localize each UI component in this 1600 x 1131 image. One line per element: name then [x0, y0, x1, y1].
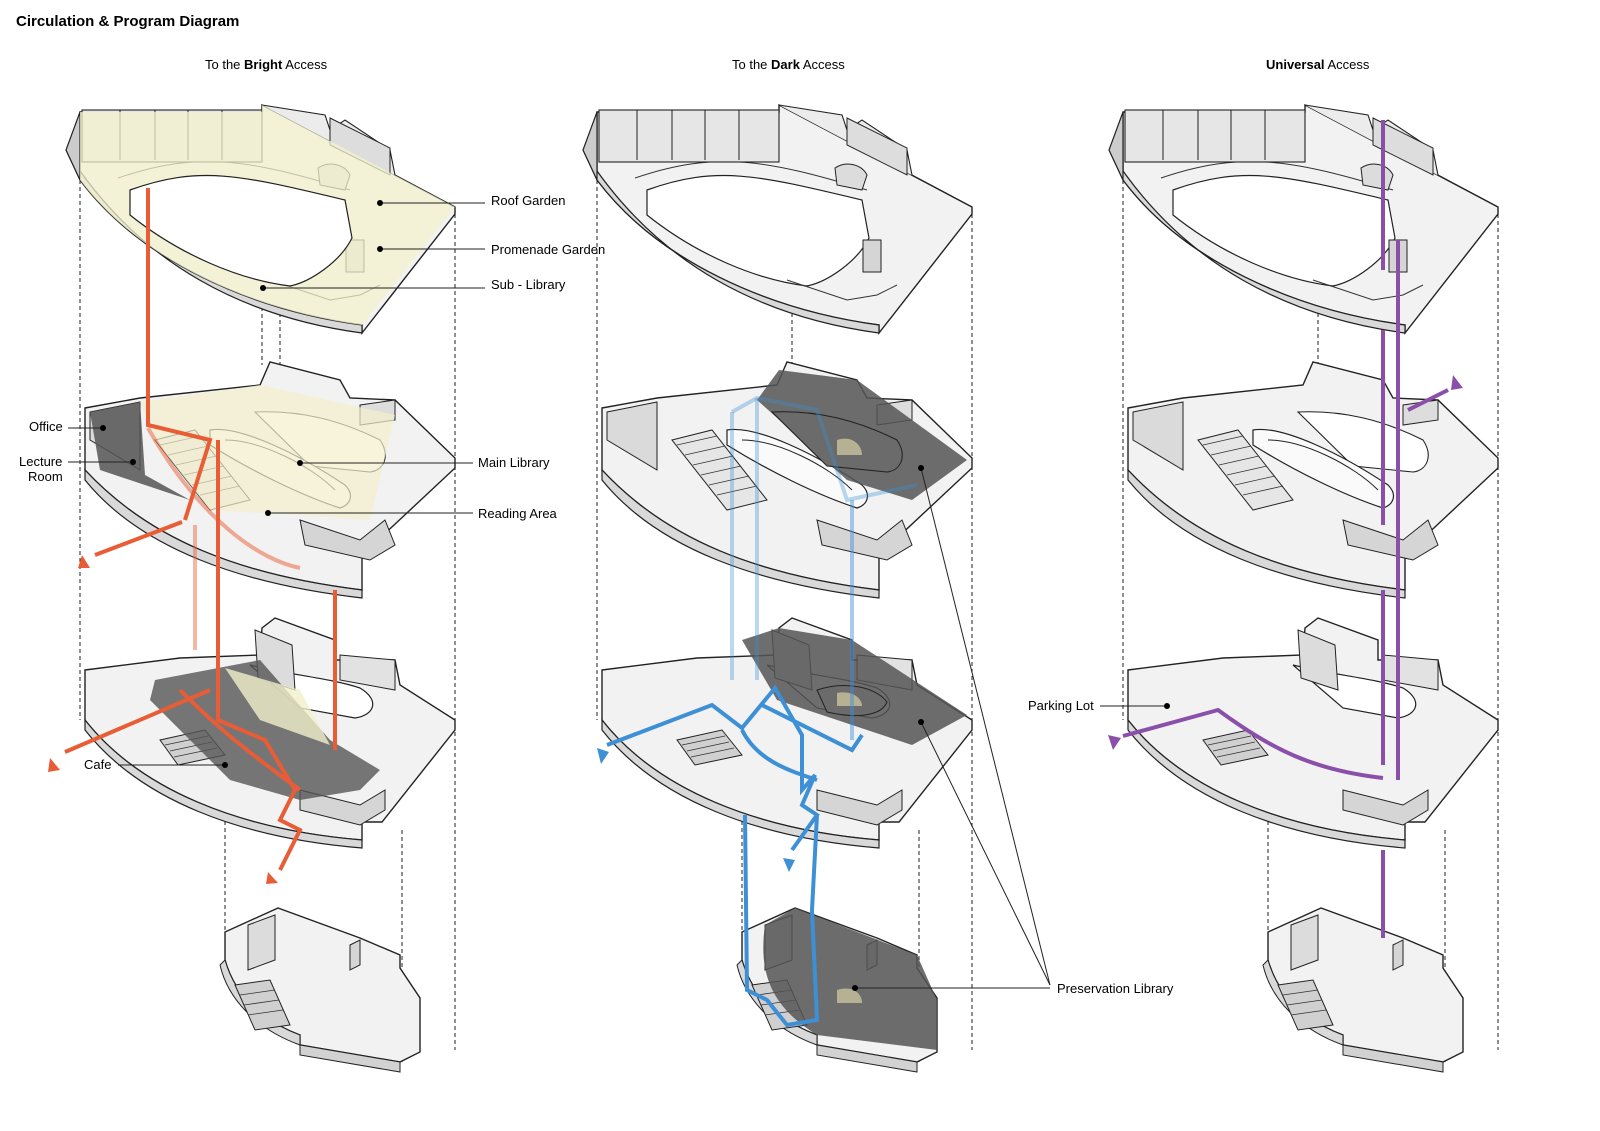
roof-level [582, 104, 973, 334]
col-title-post: Access [282, 57, 328, 72]
universal-circulation-path [1122, 120, 1449, 938]
roof-level [1108, 104, 1499, 334]
col-title-bold: Universal [1266, 57, 1325, 72]
label-preservation-library: Preservation Library [1057, 981, 1174, 996]
col-title-pre: To the [732, 57, 772, 72]
column-universal: Parking Lot [1028, 104, 1499, 1073]
column-dark: Preservation Library [582, 104, 1174, 1073]
column-title-dark: To the Dark Access [732, 57, 845, 72]
col-title-post: Access [799, 57, 845, 72]
dark-circulation-path [606, 395, 918, 1028]
office-dark [90, 402, 190, 500]
entry-arrow-icon [1108, 735, 1121, 750]
page-title: Circulation & Program Diagram [16, 13, 240, 30]
level-1 [1127, 617, 1499, 849]
preservation-dark-basement [763, 908, 937, 1050]
entry-arrow-icon [783, 858, 795, 872]
col-title-bold: Bright [244, 57, 283, 72]
entry-arrow-icon [597, 748, 609, 764]
col-title-bold: Dark [771, 57, 800, 72]
label-office: Office [29, 419, 63, 434]
entry-arrow-icons [48, 555, 278, 884]
cafe-dark [150, 660, 380, 800]
column-title-universal: Universal Access [1266, 57, 1369, 72]
label-cafe: Cafe [84, 757, 111, 772]
label-sub-library: Sub - Library [491, 277, 566, 292]
level-2 [1127, 361, 1499, 599]
basement-level [219, 907, 421, 1073]
label-lecture-room-line1: Lecture [19, 454, 62, 469]
label-main-library: Main Library [478, 455, 550, 470]
label-lecture-room-line2: Room [28, 469, 63, 484]
label-reading-area: Reading Area [478, 506, 558, 521]
main-library-highlight [140, 385, 395, 520]
label-parking-lot: Parking Lot [1028, 698, 1094, 713]
entry-arrow-icon [48, 758, 60, 772]
col-title-pre: To the [205, 57, 245, 72]
bright-circulation-path [64, 188, 337, 871]
label-roof-garden: Roof Garden [491, 193, 565, 208]
entry-arrow-icon [1451, 375, 1463, 390]
entry-arrow-icon [78, 555, 90, 568]
entry-arrow-icon [266, 872, 278, 884]
column-bright: Roof Garden Promenade Garden Sub - Libra… [19, 104, 605, 1073]
basement-level [1262, 907, 1464, 1073]
column-title-bright: To the Bright Access [205, 57, 327, 72]
col-title-post: Access [1324, 57, 1370, 72]
label-promenade-garden: Promenade Garden [491, 242, 605, 257]
